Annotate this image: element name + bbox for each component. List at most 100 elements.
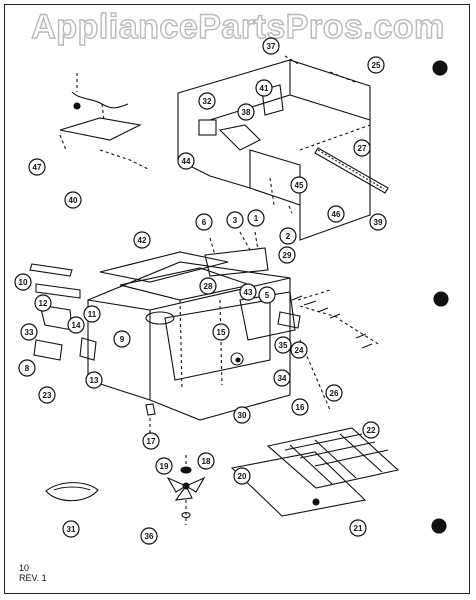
callout-circle (239, 283, 257, 301)
callout-19: 19 (155, 457, 173, 475)
callout-circle (233, 406, 251, 424)
callout-circle (64, 191, 82, 209)
revision-label: REV. 1 (19, 573, 47, 583)
callout-circle (262, 37, 280, 55)
callout-40: 40 (64, 191, 82, 209)
callout-11: 11 (83, 305, 101, 323)
callout-number: 29 (283, 251, 292, 260)
callout-circle (279, 227, 297, 245)
callout-2: 2 (279, 227, 297, 245)
callout-circle (212, 323, 230, 341)
callout-circle (367, 56, 385, 74)
callout-layer: 1235689101112131415161718192021222324252… (14, 37, 387, 545)
watermark: AppliancePartsPros.com (31, 7, 445, 46)
callout-circle (291, 398, 309, 416)
callout-20: 20 (233, 467, 251, 485)
callout-circle (85, 371, 103, 389)
callout-circle (233, 467, 251, 485)
binder-hole-top (432, 60, 448, 76)
callout-41: 41 (255, 79, 273, 97)
callout-circle (237, 103, 255, 121)
callout-number: 33 (25, 328, 34, 337)
label-plate (198, 119, 217, 136)
callout-16: 16 (291, 398, 309, 416)
callout-number: 3 (233, 216, 238, 225)
callout-circle (195, 213, 213, 231)
callout-15: 15 (212, 323, 230, 341)
callout-42: 42 (133, 231, 151, 249)
glass-tray (230, 451, 367, 517)
callout-circle (273, 369, 291, 387)
callout-26: 26 (325, 384, 343, 402)
callout-number: 45 (295, 181, 304, 190)
callout-8: 8 (18, 359, 36, 377)
callout-18: 18 (197, 452, 215, 470)
callout-28: 28 (199, 277, 217, 295)
callout-number: 20 (238, 472, 247, 481)
callout-number: 41 (260, 84, 269, 93)
callout-circle (113, 330, 131, 348)
outer-cabinet (177, 59, 371, 241)
callout-22: 22 (362, 421, 380, 439)
callout-10: 10 (14, 273, 32, 291)
callout-3: 3 (226, 211, 244, 229)
callout-number: 18 (202, 457, 211, 466)
callout-number: 35 (279, 341, 288, 350)
callout-circle (258, 286, 276, 304)
callout-44: 44 (177, 152, 195, 170)
callout-number: 28 (204, 282, 213, 291)
callout-circle (353, 139, 371, 157)
callout-23: 23 (38, 386, 56, 404)
callout-number: 16 (296, 403, 305, 412)
callout-13: 13 (85, 371, 103, 389)
trim-strip (314, 147, 389, 194)
callout-27: 27 (353, 139, 371, 157)
callout-number: 13 (90, 376, 99, 385)
callout-12: 12 (34, 294, 52, 312)
callout-circle (290, 341, 308, 359)
callout-1: 1 (247, 209, 265, 227)
callout-number: 24 (295, 346, 304, 355)
callout-circle (327, 205, 345, 223)
callout-21: 21 (349, 519, 367, 537)
callout-number: 19 (160, 462, 169, 471)
callout-number: 21 (354, 524, 363, 533)
oven-rack (266, 427, 400, 489)
callout-circle (133, 231, 151, 249)
callout-number: 26 (330, 389, 339, 398)
callout-33: 33 (20, 323, 38, 341)
callout-number: 27 (358, 144, 367, 153)
callout-circle (83, 305, 101, 323)
callout-number: 5 (265, 291, 270, 300)
callout-17: 17 (142, 432, 160, 450)
callout-circle (34, 294, 52, 312)
callout-35: 35 (274, 336, 292, 354)
callout-circle (67, 316, 85, 334)
callout-circle (142, 432, 160, 450)
callout-circle (247, 209, 265, 227)
page-border (4, 4, 470, 594)
callout-number: 36 (145, 532, 154, 541)
callout-number: 2 (286, 232, 291, 241)
callout-number: 6 (202, 218, 207, 227)
callout-number: 40 (69, 196, 78, 205)
callout-circle (20, 323, 38, 341)
callout-29: 29 (278, 246, 296, 264)
callout-37: 37 (262, 37, 280, 55)
callout-14: 14 (67, 316, 85, 334)
callout-46: 46 (327, 205, 345, 223)
callout-number: 10 (19, 278, 28, 287)
callout-number: 47 (33, 163, 42, 172)
callout-circle (198, 92, 216, 110)
binder-hole-bottom (431, 518, 447, 534)
callout-number: 39 (374, 218, 383, 227)
callout-number: 15 (217, 328, 226, 337)
callout-circle (155, 457, 173, 475)
callout-number: 17 (147, 437, 156, 446)
callout-32: 32 (198, 92, 216, 110)
callout-circle (362, 421, 380, 439)
callout-36: 36 (140, 527, 158, 545)
callout-number: 25 (372, 61, 381, 70)
callout-number: 23 (43, 391, 52, 400)
